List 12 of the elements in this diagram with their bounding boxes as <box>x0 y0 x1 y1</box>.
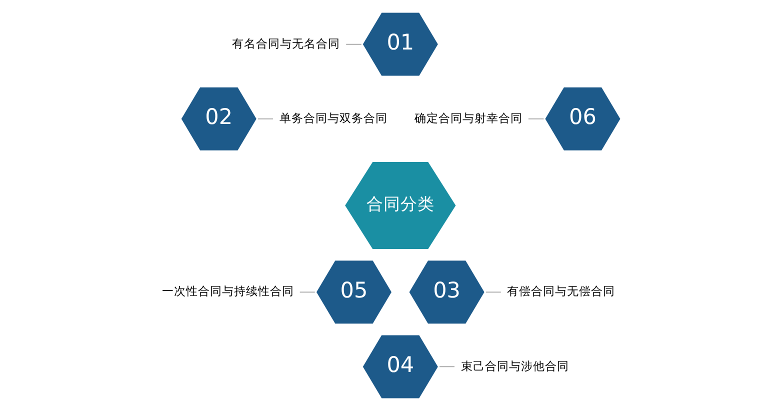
connector <box>438 366 454 368</box>
connector <box>257 118 273 120</box>
connector <box>345 44 362 45</box>
node-text: 有偿合同与无偿合同 <box>506 284 615 298</box>
connector <box>528 118 544 120</box>
node-text: 束己合同与涉他合同 <box>460 358 568 373</box>
connector <box>298 292 315 293</box>
node-text: 确定合同与射幸合同 <box>414 110 522 125</box>
connector <box>484 292 501 293</box>
node-text: 有名合同与无名合同 <box>232 36 340 50</box>
node-text: 一次性合同与持续性合同 <box>162 284 294 298</box>
node-text: 单务合同与双务合同 <box>278 110 387 125</box>
